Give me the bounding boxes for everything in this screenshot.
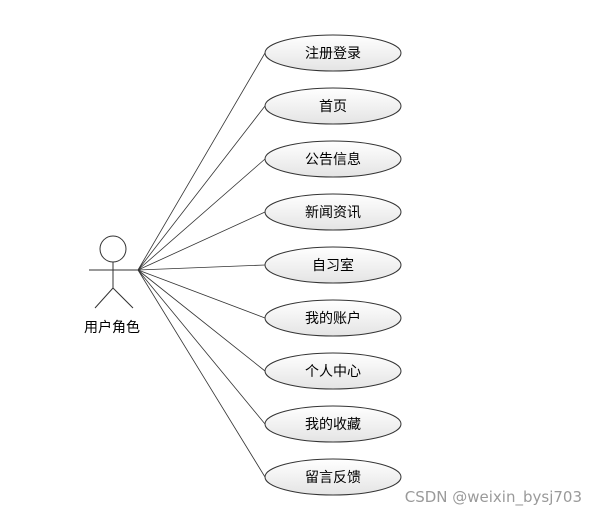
use-case[interactable]: 我的收藏	[264, 405, 402, 443]
use-case-label: 我的账户	[305, 310, 361, 327]
use-case-label: 个人中心	[305, 364, 361, 380]
actor-right-leg	[112, 287, 134, 309]
association-lines	[137, 52, 266, 478]
use-case-ellipse	[264, 246, 402, 284]
use-case-ellipse	[264, 87, 402, 125]
use-case-label: 首页	[319, 99, 347, 115]
use-case[interactable]: 新闻资讯	[264, 193, 402, 231]
use-case-label: 新闻资讯	[305, 205, 361, 221]
association-line	[137, 211, 266, 271]
use-case-ellipse	[264, 352, 402, 390]
association-line	[137, 158, 266, 271]
use-case-label: 我的收藏	[305, 417, 361, 433]
use-case-label: 自习室	[312, 257, 354, 274]
use-case-ellipse	[264, 34, 402, 72]
use-case-ellipse	[264, 193, 402, 231]
association-line	[137, 52, 266, 271]
association-line	[137, 269, 266, 478]
use-case[interactable]: 自习室	[264, 246, 402, 284]
use-case[interactable]: 公告信息	[264, 140, 402, 178]
use-case[interactable]: 个人中心	[264, 352, 402, 390]
association-line	[137, 264, 266, 271]
watermark: CSDN @weixin_bysj703	[404, 488, 582, 506]
actor-figure[interactable]: 用户角色	[84, 235, 140, 336]
association-line	[137, 269, 266, 372]
association-line	[137, 269, 266, 425]
actor-label: 用户角色	[84, 319, 140, 336]
use-case[interactable]: 我的账户	[264, 299, 402, 337]
use-case-label: 公告信息	[305, 151, 361, 168]
use-case-label: 注册登录	[305, 46, 361, 62]
use-case-ellipse	[264, 405, 402, 443]
actor-head	[99, 235, 127, 263]
use-case-ellipse	[264, 458, 402, 496]
use-case-ellipse	[264, 299, 402, 337]
use-case[interactable]: 留言反馈	[264, 458, 402, 496]
association-line	[137, 105, 266, 271]
use-case[interactable]: 注册登录	[264, 34, 402, 72]
use-case-ellipse	[264, 140, 402, 178]
association-line	[137, 269, 266, 319]
use-case[interactable]: 首页	[264, 87, 402, 125]
use-case-label: 留言反馈	[305, 470, 361, 486]
actor-left-leg	[94, 287, 114, 309]
